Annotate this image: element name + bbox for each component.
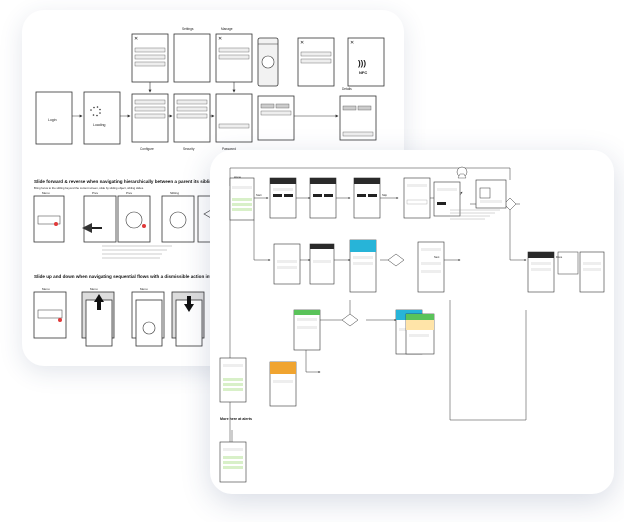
tag-start: Start: [256, 193, 262, 197]
tag-home: Home: [234, 175, 241, 179]
close-icon: ✕: [300, 40, 304, 46]
tag-skip: Skip: [382, 193, 388, 197]
front-flow-diagram: Home Start Skip Next Done More here at a…: [219, 166, 605, 483]
section2-label-sibling: Sibling: [170, 191, 179, 195]
right-cluster: [450, 166, 507, 220]
nfc-screen: [347, 37, 385, 87]
section2-subtitle: Bring focus to the sibling beyond the cu…: [34, 186, 144, 190]
detail-screen: [257, 95, 295, 141]
loading-label: Loading: [93, 123, 106, 127]
section3-label-menu-c: Menu: [140, 287, 148, 291]
section2-frames: [33, 195, 229, 243]
nfc-icon: ))): [358, 59, 366, 68]
front-note: More here at alerts: [220, 417, 252, 421]
section2-label-prev-a: Prev: [92, 191, 99, 195]
tag-next: Next: [434, 255, 440, 259]
hub-screen-3: [215, 93, 253, 143]
section3-frames: [33, 291, 205, 347]
menu-screen-2: [173, 33, 211, 83]
section2-label-prev-b: Prev: [126, 191, 133, 195]
front-flow-diagram-card: Home Start Skip Next Done More here at a…: [210, 150, 614, 494]
section3-label-menu-a: Menu: [42, 287, 50, 291]
loading-spinner-icon: [90, 106, 101, 117]
close-icon: ✕: [350, 40, 354, 46]
loading-screen: [83, 91, 121, 145]
screen-label-settings: Settings: [182, 27, 194, 31]
end-screens: [527, 251, 605, 293]
row2-screens: [273, 239, 445, 293]
close-icon: ✕: [218, 36, 222, 42]
section2-label-menu: Menu: [42, 191, 50, 195]
section2-title: Slide forward & reverse when navigating …: [34, 179, 235, 184]
bottom-left-screens: [219, 357, 297, 483]
nfc-label: NFC: [359, 70, 367, 75]
section2-notes: [102, 245, 172, 259]
section3-label-menu-b: Menu: [90, 287, 98, 291]
tag-done: Done: [556, 255, 563, 259]
caption-security: Security: [183, 147, 195, 151]
back-diagram: Login Loading Configure ✕ Settings Secur…: [33, 27, 385, 347]
row3-screens: [293, 309, 435, 355]
caption-configure: Configure: [140, 147, 154, 151]
close-icon: ✕: [134, 36, 138, 42]
caption-password: Password: [222, 147, 236, 151]
start-screen: [35, 91, 73, 145]
screen-label-details: Details: [342, 87, 352, 91]
start-label: Login: [48, 118, 57, 122]
section3-title: Slide up and down when navigating sequen…: [34, 274, 253, 279]
row1-screens: [229, 177, 461, 221]
screen-label-manage: Manage: [221, 27, 233, 31]
